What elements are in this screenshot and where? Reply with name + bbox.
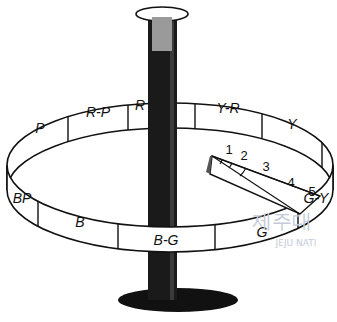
callout-number: 2 <box>240 149 247 162</box>
segment-label: B <box>75 214 84 230</box>
watermark: 제주대 <box>252 211 312 231</box>
segment-label: R-P <box>86 104 110 120</box>
segment-label: Y-R <box>216 100 239 116</box>
segment-label: B-G <box>154 232 179 248</box>
color-segment: R-P <box>86 103 110 121</box>
segment-label: R <box>135 97 145 113</box>
callout-number: 1 <box>225 143 232 156</box>
color-segment: B <box>75 213 84 231</box>
color-segment: Y <box>287 115 296 133</box>
color-segment: B-G <box>154 231 179 249</box>
color-segment: R <box>135 96 145 114</box>
callout-number: 5 <box>308 185 315 198</box>
callout-number: 3 <box>262 160 269 173</box>
watermark: JEJU NATI <box>276 239 317 248</box>
color-segment: Y-R <box>216 99 239 117</box>
color-segment: P <box>35 119 44 137</box>
segment-label: Y <box>287 116 296 132</box>
color-segment: BP <box>13 189 32 207</box>
callout-number: 4 <box>287 176 294 189</box>
color-segment: G-Y <box>304 189 329 207</box>
segment-label: P <box>35 120 44 136</box>
segment-label: G-Y <box>304 190 329 206</box>
segment-label: BP <box>13 190 32 206</box>
